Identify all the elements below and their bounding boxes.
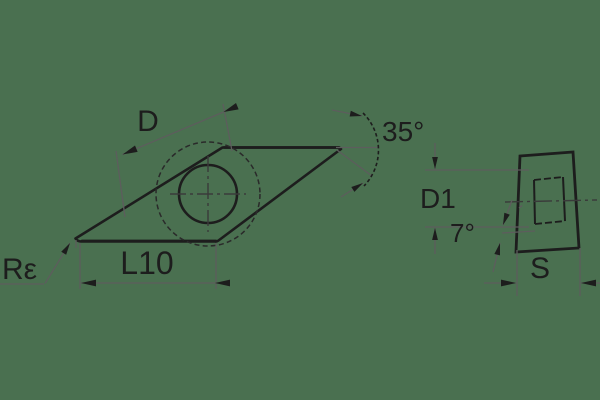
r-epsilon-leader-arrow: [44, 242, 71, 284]
dimension-d1: D1: [420, 143, 529, 254]
dimension-angle-7-label: 7°: [450, 218, 475, 248]
dimension-l10-label: L10: [120, 245, 173, 281]
dimension-d-ext-line-1: [115, 150, 126, 218]
dimension-d-line: [122, 103, 239, 156]
dimension-s-label: S: [530, 252, 550, 285]
dimension-angle-35: 35°: [331, 109, 424, 198]
dimension-r-epsilon-label: Rε: [2, 253, 37, 286]
dimension-angle-7: 7°: [450, 199, 536, 273]
top-view-group: D L10 Rε: [0, 103, 424, 289]
dimension-angle-35-label: 35°: [382, 116, 424, 147]
dimension-d: D: [115, 103, 239, 218]
countersink-circle: [155, 141, 261, 247]
dimension-s: S: [484, 248, 600, 296]
bore-line-bottom: [534, 220, 566, 225]
angle-7-arrow-upper: [502, 199, 513, 226]
angle-35-arrow-lower: [340, 182, 364, 198]
dimension-d1-label: D1: [420, 183, 456, 214]
side-view-group: D1 7° S: [420, 143, 600, 296]
angle-7-reference-line: [518, 203, 525, 209]
side-view-center-line: [504, 199, 598, 203]
angle-7-arrow-lower: [492, 242, 501, 273]
side-view-outline: [514, 150, 581, 254]
angle-35-ext-flank-lower: [336, 149, 373, 177]
dimension-r-epsilon: Rε: [0, 240, 77, 286]
dimension-l10: L10: [79, 243, 230, 289]
angle-7-apex-tick: [501, 230, 536, 234]
bore-line-right: [562, 176, 566, 222]
dimension-d-label: D: [137, 105, 159, 138]
bore-line-top: [533, 176, 564, 181]
angle-35-arrow-upper: [331, 109, 363, 117]
